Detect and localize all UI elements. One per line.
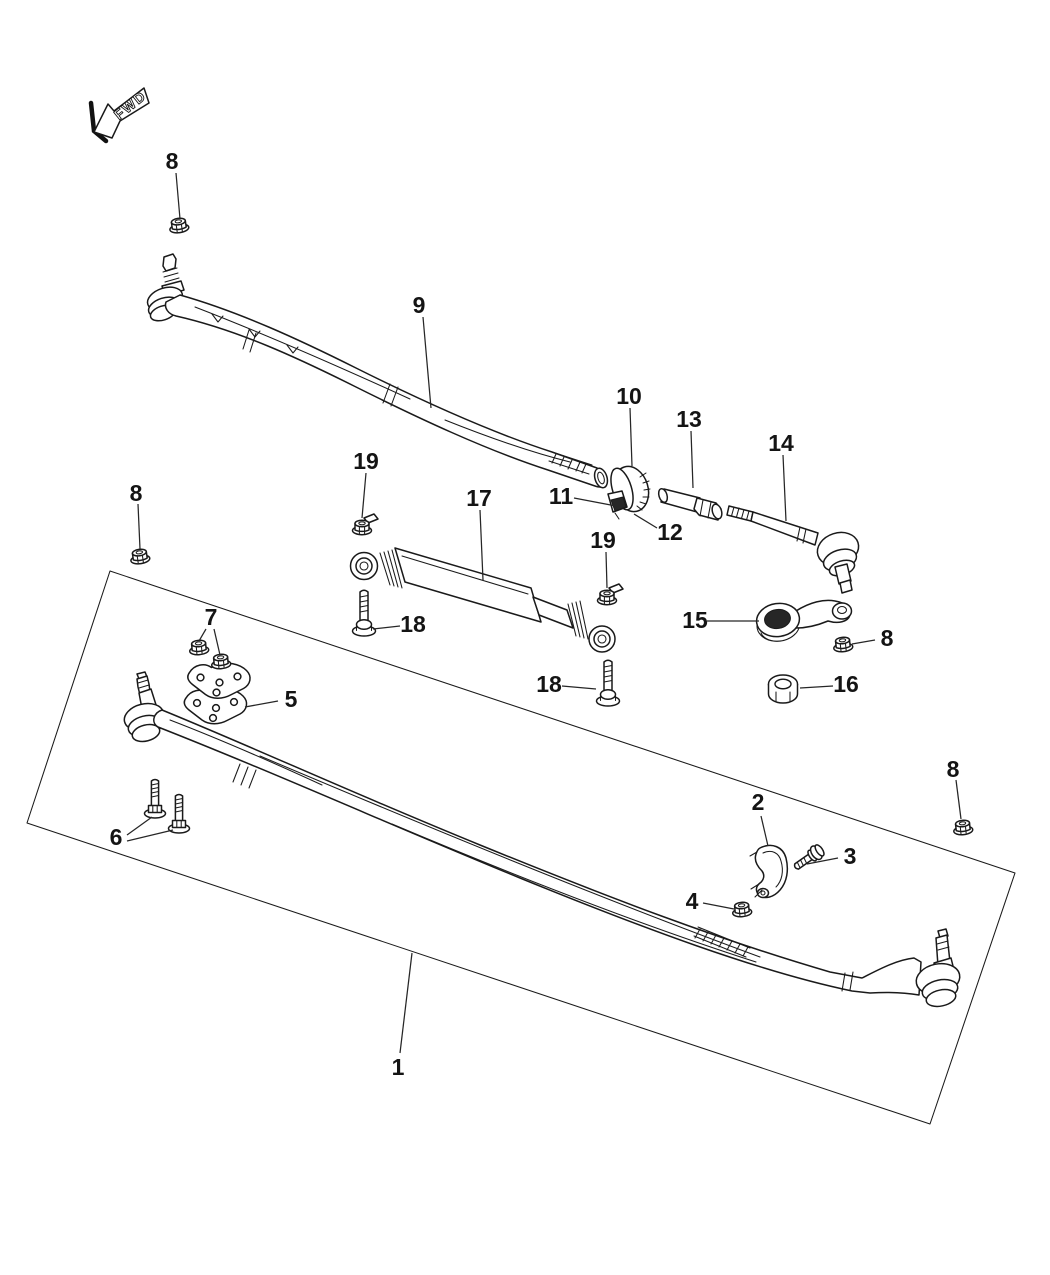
bolt-18-right — [595, 659, 621, 707]
callout-18-right: 18 — [536, 671, 597, 697]
border-frame — [26, 570, 1016, 1125]
tie-rod-details — [169, 719, 854, 992]
callout-5-label: 5 — [285, 686, 298, 712]
callouts: 1 2 3 4 5 6 7 8 — [110, 148, 962, 1080]
callout-13-label: 13 — [676, 406, 702, 432]
part-7-nuts — [188, 638, 232, 671]
part-3-bolt — [793, 844, 825, 870]
callout-2-label: 2 — [752, 789, 765, 815]
callout-11: 11 — [549, 483, 617, 509]
bolt-18-left — [351, 589, 377, 637]
callout-19-left: 19 — [353, 448, 379, 519]
part-5-plates — [183, 662, 251, 725]
nut-8-right — [951, 818, 974, 837]
callout-8-mid-right: 8 — [851, 625, 894, 651]
nut-19-right — [598, 584, 624, 605]
callout-15: 15 — [682, 607, 759, 633]
part-15-steering-arm — [755, 599, 853, 642]
bolt-6-left — [143, 778, 167, 819]
fwd-arrow: FWD — [88, 87, 150, 144]
drag-link-body — [164, 294, 607, 488]
callout-8-top-left: 8 — [166, 148, 181, 220]
callout-18a-label: 18 — [400, 611, 426, 637]
callout-4: 4 — [686, 888, 735, 914]
part-10-clamp — [607, 465, 651, 520]
callout-19b-label: 19 — [590, 527, 616, 553]
part-9-drag-link — [146, 253, 609, 489]
part-6-bolts — [143, 778, 191, 834]
callout-5: 5 — [244, 686, 298, 712]
part-4-nut — [731, 900, 753, 919]
callout-6: 6 — [110, 816, 174, 850]
callout-13: 13 — [676, 406, 702, 489]
damper-body — [394, 547, 542, 623]
part-16-nut — [767, 674, 799, 704]
nut-7-right — [210, 652, 232, 671]
nut-8-mid-left — [128, 547, 152, 566]
callout-10: 10 — [616, 383, 642, 467]
callout-9-label: 9 — [413, 292, 426, 318]
callout-8-mid-left: 8 — [130, 480, 143, 550]
part-2-clamp — [749, 844, 789, 899]
callout-19-right: 19 — [590, 527, 616, 589]
callout-16-label: 16 — [833, 671, 859, 697]
callout-12-label: 12 — [657, 519, 683, 545]
callout-10-label: 10 — [616, 383, 642, 409]
callout-7-label: 7 — [205, 604, 218, 630]
callout-9: 9 — [413, 292, 432, 409]
fwd-arrow-shape — [93, 87, 150, 139]
tie-rod-body — [153, 709, 922, 996]
part-13-adjuster-sleeve — [657, 487, 723, 521]
callout-3-label: 3 — [844, 843, 857, 869]
callout-2: 2 — [752, 789, 769, 847]
callout-7: 7 — [198, 604, 221, 656]
callout-14: 14 — [768, 430, 794, 522]
callout-12: 12 — [633, 513, 683, 545]
callout-17: 17 — [466, 485, 492, 581]
callout-1-label: 1 — [392, 1054, 405, 1080]
nut-8-top-left — [167, 216, 191, 235]
nut-8-mid-right — [831, 635, 854, 654]
callout-16: 16 — [799, 671, 859, 697]
callout-8b-label: 8 — [130, 480, 143, 506]
callout-1: 1 — [392, 952, 413, 1080]
callout-19a-label: 19 — [353, 448, 379, 474]
callout-17-label: 17 — [466, 485, 492, 511]
part-8-nuts — [128, 216, 974, 837]
nut-7-left — [188, 638, 210, 657]
right-ball-housing — [915, 962, 961, 1008]
drag-link-details — [194, 306, 609, 489]
part-1-tie-rod — [123, 671, 961, 1008]
callout-8d-label: 8 — [947, 756, 960, 782]
callout-8c-label: 8 — [881, 625, 894, 651]
bolt-6-right — [167, 793, 191, 834]
part-17-steering-damper — [349, 547, 616, 653]
callout-15-label: 15 — [682, 607, 708, 633]
callout-6-label: 6 — [110, 824, 123, 850]
callout-3: 3 — [806, 843, 857, 869]
callout-8a-label: 8 — [166, 148, 179, 174]
part-14-tie-rod-end — [726, 505, 860, 594]
callout-4-label: 4 — [686, 888, 699, 914]
nut-19-left — [353, 514, 379, 535]
callout-14-label: 14 — [768, 430, 794, 456]
callout-18b-label: 18 — [536, 671, 562, 697]
callout-18-left: 18 — [372, 611, 426, 637]
callout-8-right: 8 — [947, 756, 962, 820]
part-18-bolts — [351, 589, 621, 707]
callout-11-label: 11 — [549, 483, 574, 509]
